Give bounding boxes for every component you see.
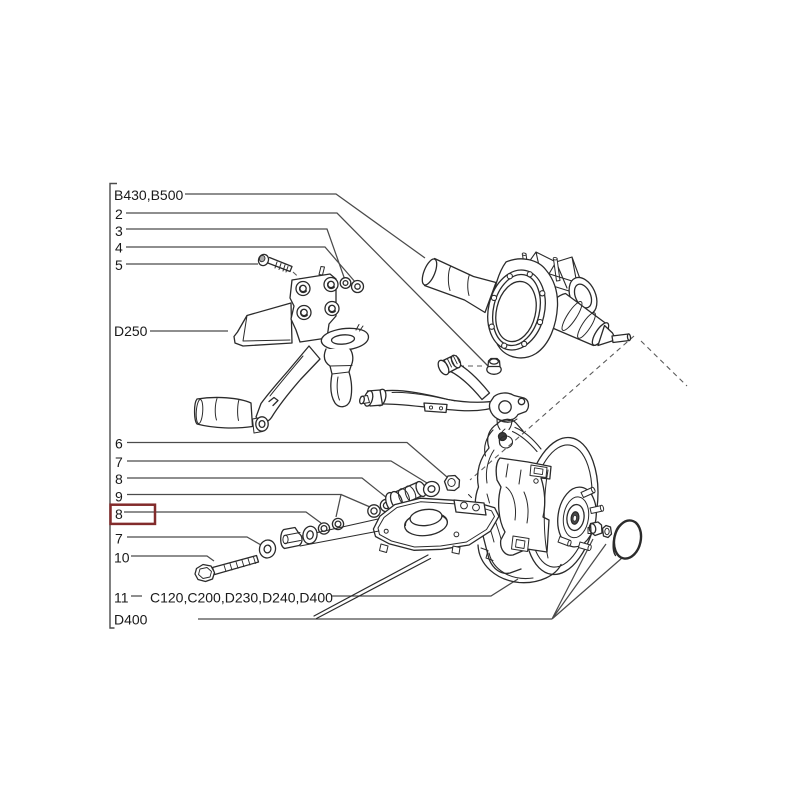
svg-text:6: 6	[115, 436, 123, 452]
svg-text:4: 4	[115, 240, 123, 256]
svg-text:2: 2	[115, 206, 123, 222]
svg-text:B430,B500: B430,B500	[114, 187, 183, 203]
svg-text:8: 8	[115, 506, 123, 522]
svg-text:D400: D400	[114, 612, 148, 628]
svg-text:C120,C200,D230,D240,D400: C120,C200,D230,D240,D400	[150, 590, 333, 606]
svg-text:8: 8	[115, 471, 123, 487]
svg-text:3: 3	[115, 223, 123, 239]
svg-text:5: 5	[115, 257, 123, 273]
svg-text:7: 7	[115, 454, 123, 470]
svg-text:9: 9	[115, 489, 123, 505]
svg-text:D250: D250	[114, 323, 148, 339]
svg-text:11: 11	[114, 590, 129, 606]
svg-text:7: 7	[115, 531, 123, 547]
svg-text:10: 10	[114, 550, 130, 566]
